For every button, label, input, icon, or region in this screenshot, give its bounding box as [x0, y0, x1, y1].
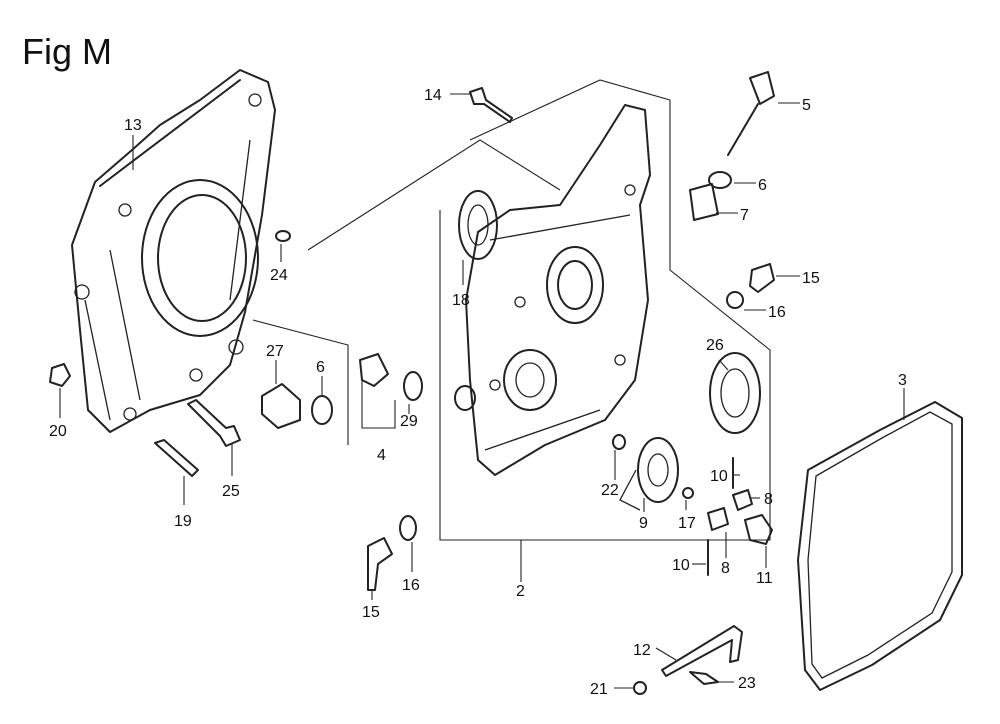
part-8-holder-upper [732, 489, 753, 511]
callout-27: 27 [266, 343, 284, 360]
callout-6-lower: 6 [316, 359, 325, 376]
part-15-bolt-upper [749, 263, 775, 293]
part-9-gear [619, 437, 679, 511]
callout-5: 5 [802, 97, 811, 114]
part-22-nut [612, 434, 626, 450]
callout-8-upper: 8 [764, 491, 773, 508]
callout-10-upper: 10 [710, 468, 728, 485]
part-20-nut [49, 363, 71, 387]
callout-6-top: 6 [758, 177, 767, 194]
callout-29: 29 [400, 413, 418, 430]
part-17-clip [682, 487, 694, 499]
callout-7: 7 [740, 207, 749, 224]
callout-24: 24 [270, 267, 288, 284]
callout-13: 13 [124, 117, 142, 134]
callout-16-upper: 16 [768, 304, 786, 321]
callout-15-lower: 15 [362, 604, 380, 621]
callout-20: 20 [49, 423, 67, 440]
part-12-lever [661, 625, 743, 677]
callout-11: 11 [756, 570, 773, 587]
callout-3: 3 [898, 372, 907, 389]
part-6-washer [311, 395, 333, 425]
part-23-bolt [689, 671, 719, 685]
part-14-bolt [469, 87, 513, 123]
part-24-pin [275, 230, 291, 242]
leader-lines [59, 93, 905, 689]
part-29-seal [403, 371, 423, 401]
part-25-bolt [187, 399, 241, 447]
part-6-o-ring-top [708, 171, 732, 189]
part-3-gasket [797, 401, 963, 691]
part-27-drain-plug [261, 383, 301, 429]
part-21-nut [633, 681, 647, 695]
callout-4: 4 [377, 447, 386, 464]
callout-22: 22 [601, 482, 619, 499]
part-18-oil-seal [458, 190, 498, 260]
callout-9: 9 [639, 515, 648, 532]
callout-19: 19 [174, 513, 192, 530]
part-8-holder-lower [707, 507, 729, 531]
callout-14: 14 [424, 87, 442, 104]
callout-10-lower: 10 [672, 557, 690, 574]
part-19-stud [154, 439, 199, 477]
callout-23: 23 [738, 675, 756, 692]
figure-title: Fig M [22, 31, 112, 72]
callout-17: 17 [678, 515, 696, 532]
callout-26: 26 [706, 337, 724, 354]
part-4-fitting [359, 353, 389, 387]
callout-12: 12 [633, 642, 651, 659]
part-2-crankcase-cover [454, 104, 651, 476]
callout-15-upper: 15 [802, 270, 820, 287]
part-15-bolt-lower [367, 537, 393, 591]
part-7-oil-guide [689, 183, 719, 221]
part-5-dipstick [727, 71, 775, 156]
callout-2: 2 [516, 583, 525, 600]
callout-16-lower: 16 [402, 577, 420, 594]
callout-25: 25 [222, 483, 240, 500]
callout-8-lower: 8 [721, 560, 730, 577]
part-11-arm [744, 514, 773, 545]
callout-18: 18 [452, 292, 470, 309]
part-13-side-cover [71, 69, 276, 433]
callout-21: 21 [590, 681, 608, 698]
part-16-washer-lower [399, 515, 417, 541]
assembly-lines [252, 79, 771, 582]
part-26-bearing [709, 352, 761, 434]
part-16-washer-upper [726, 291, 744, 309]
